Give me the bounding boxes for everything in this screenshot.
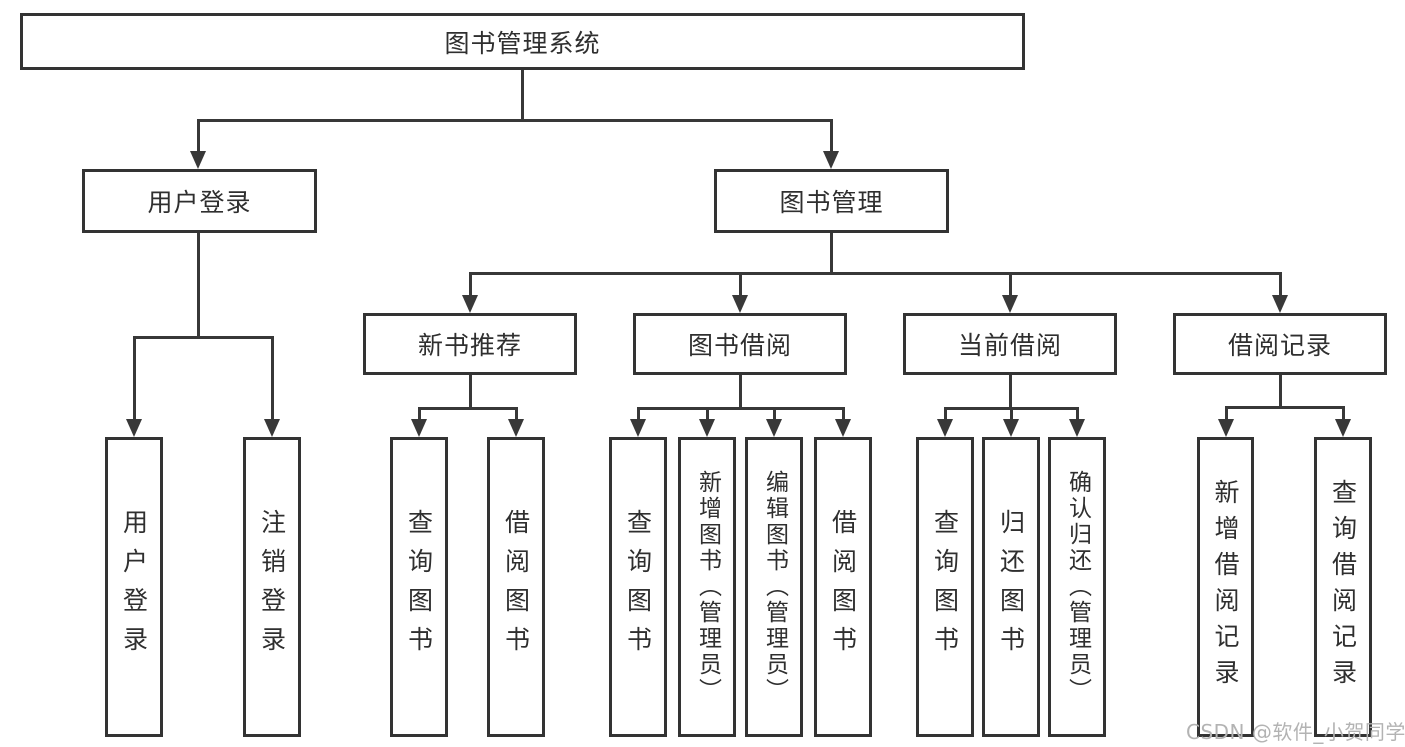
arrowhead-down-icon (1003, 419, 1019, 437)
leaf-query-book-current: 查询图书 (916, 437, 974, 737)
leaf-edit-book-admin: 编辑图书（管理员） (745, 437, 803, 737)
arrowhead-down-icon (937, 419, 953, 437)
connector-l3-drop (469, 272, 472, 295)
connector-current-stem (1009, 375, 1012, 407)
arrowhead-down-icon (126, 419, 142, 437)
arrowhead-down-icon (1272, 295, 1288, 313)
arrowhead-down-icon (732, 295, 748, 313)
connector-user-login-split (133, 336, 273, 339)
arrowhead-down-icon (462, 295, 478, 313)
connector-l3-drop (1279, 272, 1282, 295)
node-user-login-module: 用户登录 (82, 169, 317, 233)
connector-leaf-drop (1076, 407, 1079, 419)
connector-user-login-stem (197, 233, 200, 336)
arrowhead-down-icon (411, 419, 427, 437)
leaf-query-book-borrowing: 查询图书 (609, 437, 667, 737)
leaf-logout: 注销登录 (243, 437, 301, 737)
arrowhead-down-icon (699, 419, 715, 437)
connector-borrowing-split (637, 407, 844, 410)
leaf-borrow-book: 借阅图书 (814, 437, 872, 737)
connector-leaf-drop (637, 407, 640, 419)
arrowhead-down-icon (630, 419, 646, 437)
connector-leaf-drop (133, 336, 136, 419)
connector-book-mgmt-split (469, 272, 1281, 275)
node-root-library-system: 图书管理系统 (20, 13, 1025, 70)
arrowhead-down-icon (508, 419, 524, 437)
arrowhead-down-icon (1218, 419, 1234, 437)
connector-records-stem (1279, 375, 1282, 406)
leaf-return-book: 归还图书 (982, 437, 1040, 737)
connector-leaf-drop (418, 407, 421, 419)
leaf-user-login: 用户登录 (105, 437, 163, 737)
connector-recommend-split (418, 407, 517, 410)
connector-leaf-drop (271, 336, 274, 419)
node-current-borrowing: 当前借阅 (903, 313, 1117, 375)
leaf-add-borrow-record: 新增借阅记录 (1197, 437, 1254, 737)
arrowhead-down-icon (190, 151, 206, 169)
connector-l3-drop (739, 272, 742, 295)
leaf-query-borrow-record: 查询借阅记录 (1314, 437, 1372, 737)
connector-leaf-drop (1342, 406, 1345, 419)
arrowhead-down-icon (264, 419, 280, 437)
arrowhead-down-icon (1069, 419, 1085, 437)
connector-leaf-drop (842, 407, 845, 419)
arrowhead-down-icon (1002, 295, 1018, 313)
connector-leaf-drop (1225, 406, 1228, 419)
connector-leaf-drop (515, 407, 518, 419)
connector-leaf-drop (706, 407, 709, 419)
connector-recommend-stem (469, 375, 472, 407)
connector-borrowing-stem (739, 375, 742, 407)
leaf-borrow-book-recommend: 借阅图书 (487, 437, 545, 737)
connector-user-login-drop (197, 119, 200, 151)
connector-root-split (197, 119, 832, 122)
arrowhead-down-icon (835, 419, 851, 437)
connector-book-mgmt-drop (830, 119, 833, 151)
connector-leaf-drop (1010, 407, 1013, 419)
node-book-management-module: 图书管理 (714, 169, 949, 233)
connector-leaf-drop (773, 407, 776, 419)
arrowhead-down-icon (823, 151, 839, 169)
node-book-borrowing: 图书借阅 (633, 313, 847, 375)
leaf-query-book-recommend: 查询图书 (390, 437, 448, 737)
leaf-add-book-admin: 新增图书（管理员） (678, 437, 736, 737)
csdn-watermark: CSDN @软件_小贺同学 (1186, 720, 1405, 744)
connector-root-stem (521, 70, 524, 119)
connector-l3-drop (1009, 272, 1012, 295)
connector-leaf-drop (944, 407, 947, 419)
arrowhead-down-icon (766, 419, 782, 437)
leaf-confirm-return-admin: 确认归还（管理员） (1048, 437, 1106, 737)
connector-records-split (1225, 406, 1344, 409)
node-borrowing-records: 借阅记录 (1173, 313, 1387, 375)
node-new-book-recommend: 新书推荐 (363, 313, 577, 375)
connector-book-mgmt-stem (830, 233, 833, 272)
arrowhead-down-icon (1335, 419, 1351, 437)
